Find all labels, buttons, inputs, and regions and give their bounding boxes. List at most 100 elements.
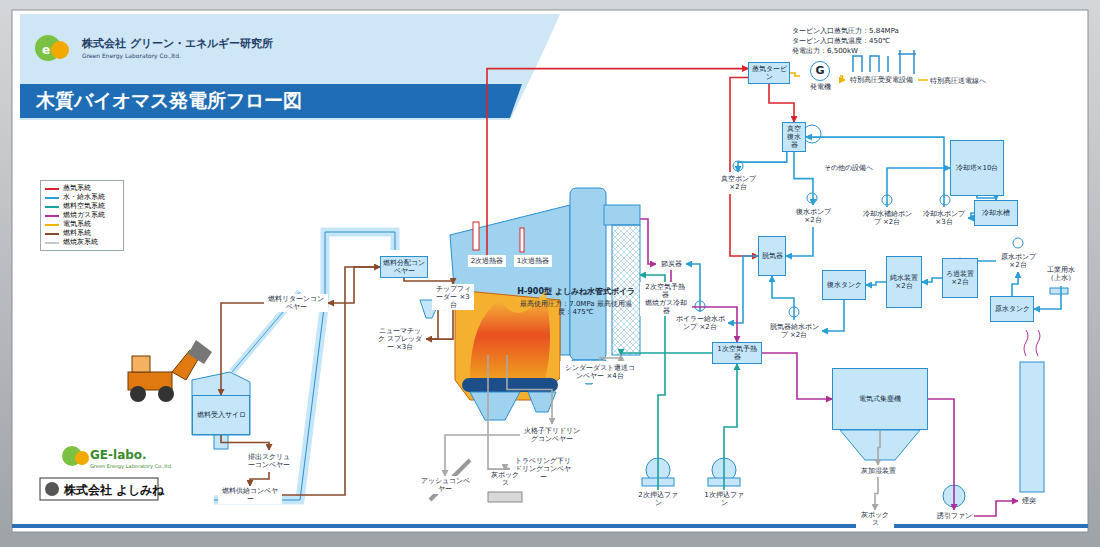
equipment-label: 灰ボックス [486, 470, 524, 488]
equipment-box: 冷却塔×10台 [950, 140, 1004, 196]
legend-row: 水・給水系統 [45, 193, 119, 202]
node-text: 燃料受入サイロ [197, 411, 246, 419]
flow-line [887, 168, 950, 207]
legend-text: 燃焼ガス系統 [63, 211, 105, 220]
equipment-label: 誘引ファン [934, 510, 974, 522]
node-text: 純水装置 ×2台 [889, 274, 919, 290]
legend-swatch [45, 206, 59, 208]
node-text: 冷却水槽 [982, 209, 1010, 217]
flow-line [426, 307, 450, 339]
legend-row: 電気系統 [45, 220, 119, 229]
equipment-label: 冷却水補給ポンプ ×2台 [858, 207, 916, 229]
legend-swatch [45, 215, 59, 217]
equipment-label: 灰ボックス [856, 510, 894, 528]
equipment-box: ろ過装置 ×2台 [942, 258, 978, 298]
legend-row: 燃焼灰系統 [45, 238, 119, 247]
legend-swatch [45, 197, 59, 199]
legend-text: 燃料系統 [63, 229, 91, 238]
flow-line [426, 310, 453, 339]
legend-text: 電気系統 [63, 220, 91, 229]
equipment-label: 火格子下リドリングコンベヤー [520, 424, 584, 446]
legend-row: 蒸気系統 [45, 184, 119, 193]
legend-swatch [45, 224, 59, 226]
annotation-text: GE-labo. [90, 448, 147, 462]
equipment-label: 1次過熱器 [514, 255, 552, 267]
node-text: 煙突 [1022, 497, 1036, 505]
legend-text: 水・給水系統 [63, 193, 105, 202]
flow-line [922, 278, 942, 282]
equipment-label: アッシュコンベヤー [418, 476, 472, 494]
equipment-label: 1次押込ファン [700, 490, 748, 508]
node-text: 真空ポンプ ×2台 [718, 175, 758, 191]
node-text: G [810, 61, 830, 81]
node-text: 工業用水 （上水） [1046, 266, 1076, 282]
equipment-label: 真空ポンプ ×2台 [716, 172, 760, 194]
node-text: ろ過装置 ×2台 [945, 270, 975, 286]
node-text: 特別高圧受変電設備 [850, 76, 913, 84]
node-subtext: 最高使用圧力：7.0MPa 最高使用温度：475℃ [516, 300, 636, 316]
node-text: 原水タンク [995, 305, 1030, 313]
flow-line [487, 69, 748, 255]
equipment-label: 煙突 [1018, 495, 1040, 507]
equipment-label: 2次過熱器 [468, 255, 506, 267]
node-text: 原水ポンプ ×2台 [998, 253, 1038, 269]
flow-line [866, 282, 886, 285]
flow-line [790, 73, 800, 76]
node-text: 燃料リターンコンベヤー [266, 295, 326, 311]
annotation-text: 特別高圧送電線へ [930, 76, 986, 86]
node-text: 2次空気予熱器 [642, 283, 688, 299]
annotation-text: Green Energy Laboratory Co.,ltd. [90, 463, 172, 469]
node-text: 燃焼ガス冷却器 [642, 299, 690, 315]
annotation-text: タービン入口蒸気圧力：5.84MPa [792, 26, 899, 36]
annotation-text: 株式会社 グリーン・エネルギー研究所 [82, 36, 273, 51]
equipment-box: 電気式集塵機 [832, 368, 928, 430]
node-text: シンダーダスト還送コンベヤー ×4台 [562, 364, 638, 380]
legend-row: 燃料系統 [45, 229, 119, 238]
equipment-label: G発電機 [800, 58, 840, 94]
node-text: 電気式集塵機 [859, 395, 901, 403]
node-text: 2次過熱器 [471, 257, 503, 265]
node-text: 復水ポンプ ×2台 [792, 208, 834, 224]
flow-line [507, 355, 552, 424]
equipment-label: ニューマチック スプレッダー ×3台 [374, 326, 426, 352]
node-text: 蒸気タービン [751, 65, 787, 81]
node-text: 灰ボックス [858, 511, 892, 527]
flow-line [640, 275, 665, 282]
flow-line [786, 227, 813, 256]
node-text: H-900型 よしみね水管式ボイラ [517, 287, 635, 296]
flow-line [794, 152, 813, 205]
node-text: 1次押込ファン [702, 491, 746, 507]
flow-line [1034, 286, 1061, 309]
flow-line [221, 303, 264, 395]
flow-line [328, 267, 380, 303]
legend-text: 燃焼灰系統 [63, 238, 98, 247]
equipment-box: 1次空気予熱器 [712, 342, 762, 364]
flow-line [928, 399, 954, 510]
node-text: チップフィーダー ×3台 [434, 285, 472, 309]
annotation-text: Green Energy Laboratory Co.,ltd. [82, 52, 181, 59]
equipment-label: 節炭器 [656, 258, 686, 270]
equipment-label: 排出スクリューコンベヤー [244, 450, 294, 472]
node-text: 冷却水補給ポンプ ×2台 [860, 210, 914, 226]
equipment-label: シンダーダスト還送コンベヤー ×4台 [560, 361, 640, 383]
equipment-box: 蒸気タービン [748, 62, 790, 84]
flow-line [875, 477, 878, 510]
equipment-box: 復水タンク [822, 270, 866, 300]
legend-text: 燃料空気系統 [63, 202, 105, 211]
node-text: 1次過熱器 [517, 257, 549, 265]
flow-line [658, 300, 665, 490]
equipment-label: 冷却水ポンプ ×3台 [920, 207, 968, 229]
node-text: 脱気器 [762, 252, 783, 260]
node-text: ニューマチック スプレッダー ×3台 [376, 327, 424, 351]
legend-box: 蒸気系統水・給水系統燃料空気系統燃焼ガス系統電気系統燃料系統燃焼灰系統 [40, 180, 124, 251]
annotation-text: 発電出力：6,500kW [792, 46, 858, 56]
legend-swatch [45, 242, 59, 244]
node-text: 脱気器給水ポンプ ×2台 [768, 323, 820, 339]
legend-text: 蒸気系統 [63, 184, 91, 193]
node-text: 1次空気予熱器 [715, 345, 759, 361]
equipment-box: 冷却水槽 [974, 200, 1018, 226]
equipment-box: 真空復水器 [782, 122, 806, 152]
node-text: 火格子下リドリングコンベヤー [522, 427, 582, 443]
flow-line [738, 152, 787, 172]
flow-line [762, 353, 832, 399]
